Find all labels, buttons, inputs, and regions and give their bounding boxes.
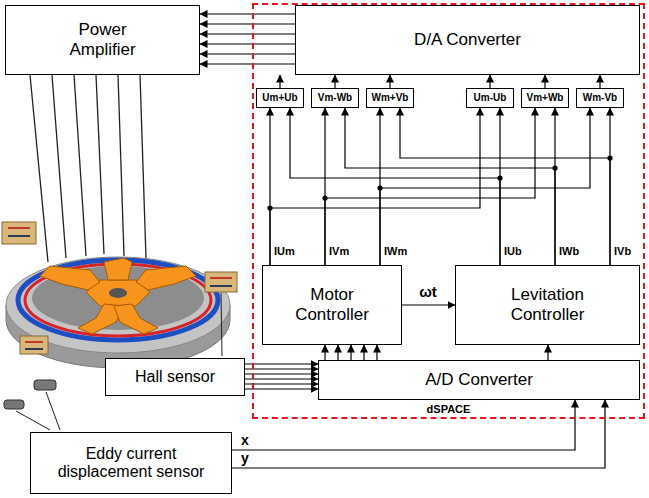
signal-arrow <box>337 345 338 360</box>
signal-arrow <box>200 13 295 14</box>
signal-arrow <box>325 108 535 265</box>
converter-box: D/A Converter <box>295 5 640 75</box>
shaft-hole <box>109 288 127 298</box>
sensor-box: Eddy current displacement sensor <box>30 432 232 494</box>
signal-arrow <box>279 75 280 88</box>
box-label: Um-Ub <box>474 92 507 104</box>
signal-arrow <box>232 400 605 468</box>
signal-arrow <box>200 23 295 24</box>
junction-dot <box>322 195 327 200</box>
edge-label: ωt <box>418 284 438 301</box>
signal-name: IVb <box>613 245 632 257</box>
signal-arrow <box>245 373 318 374</box>
sum-block: Vm+Wb <box>521 88 569 108</box>
signal-name: IWb <box>558 245 580 257</box>
signal-arrow <box>232 400 575 450</box>
sum-block: Wm-Vb <box>576 88 624 108</box>
power-wires <box>30 75 146 262</box>
sensor-board <box>2 222 237 354</box>
base-top <box>6 257 230 353</box>
signal-arrow <box>544 75 545 88</box>
signal-arrow <box>380 108 590 265</box>
box-label: Vm+Wb <box>527 92 564 104</box>
box-label: Eddy current displacement sensor <box>44 445 219 482</box>
signal-arrow <box>554 108 555 265</box>
signal-arrow <box>245 388 318 389</box>
junction-dot <box>377 185 382 190</box>
signal-arrow <box>245 378 318 379</box>
box-label: Wm+Vb <box>372 92 409 104</box>
sum-block: Wm+Vb <box>366 88 414 108</box>
controller-box: Motor Controller <box>262 265 402 345</box>
signal-arrow <box>334 75 335 88</box>
signal-name: IUb <box>503 245 523 257</box>
edge-label: y <box>240 451 250 466</box>
signal-arrow <box>200 43 295 44</box>
box-label: Levitation Controller <box>488 285 608 324</box>
signal-arrow <box>200 33 295 34</box>
controller-box: Levitation Controller <box>455 265 640 345</box>
edge-label: x <box>240 433 250 448</box>
box-label: Wm-Vb <box>583 92 617 104</box>
box-label: D/A Converter <box>414 30 521 50</box>
box-label: Vm-Wb <box>318 92 352 104</box>
sum-block: Vm-Wb <box>311 88 359 108</box>
signal-arrow <box>345 108 555 265</box>
sum-block: Um-Ub <box>466 88 514 108</box>
box-label: Power Amplifier <box>53 20 153 59</box>
sensor-box: Hall sensor <box>105 358 245 396</box>
signal-arrow <box>200 53 295 54</box>
signal-arrow <box>363 345 364 360</box>
converter-box: A/D Converter <box>318 360 640 400</box>
box-label: Um+Ub <box>262 92 297 104</box>
signal-arrow <box>400 108 610 265</box>
junction-dot <box>267 205 272 210</box>
signal-arrow <box>389 75 390 88</box>
signal-arrow <box>245 363 318 364</box>
signal-arrow <box>547 345 548 360</box>
signal-arrow <box>245 383 318 384</box>
signal-arrow <box>200 63 295 64</box>
signal-name: IUm <box>273 245 296 257</box>
amplifier-box: Power Amplifier <box>5 5 200 75</box>
signal-name: IWm <box>383 245 408 257</box>
signal-arrow <box>599 75 600 88</box>
signal-arrow <box>376 345 377 360</box>
signal-arrow <box>609 108 610 265</box>
dspace-region: dSPACE D/A ConverterUm+Ub Vm-Wb Wm+Vb Um-Ub V… <box>252 3 645 419</box>
signal-arrow <box>270 108 480 265</box>
signal-arrow <box>499 108 500 265</box>
signal-arrow <box>350 345 351 360</box>
signal-arrow <box>290 108 500 265</box>
region-label: dSPACE <box>427 403 471 416</box>
signal-name: IVm <box>328 245 350 257</box>
signal-arrow <box>402 304 455 305</box>
box-label: Motor Controller <box>282 285 382 324</box>
signal-arrow <box>489 75 490 88</box>
displacement-probe <box>4 380 56 409</box>
sum-block: Um+Ub <box>256 88 304 108</box>
box-label: Hall sensor <box>135 368 215 386</box>
box-label: A/D Converter <box>425 370 533 390</box>
signal-arrow <box>324 345 325 360</box>
stator-core <box>40 258 196 334</box>
signal-arrow <box>245 368 318 369</box>
